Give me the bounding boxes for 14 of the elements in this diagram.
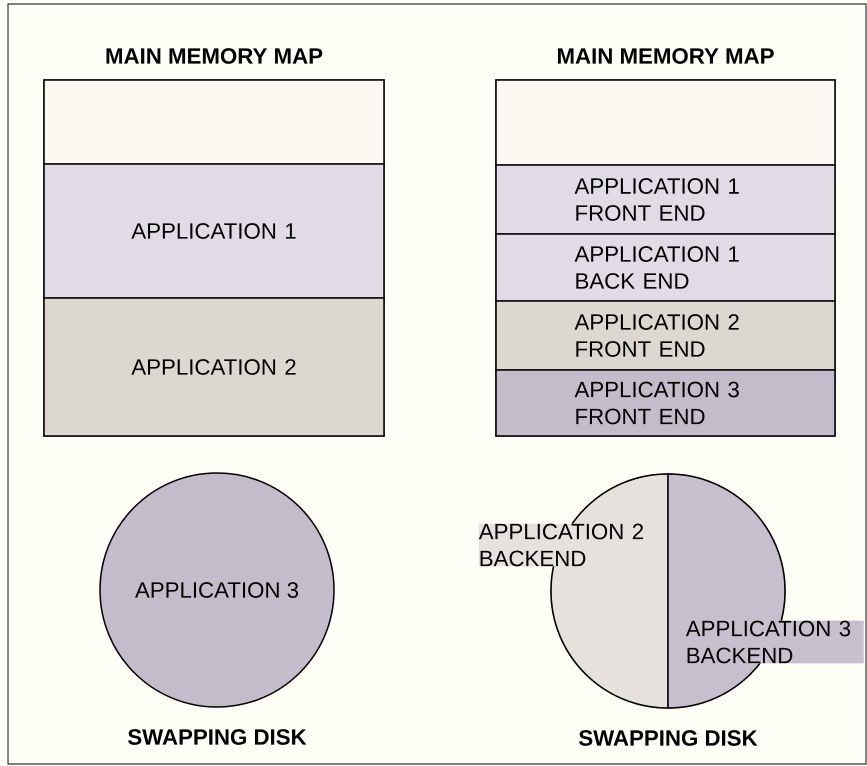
disk-half: APPLICATION 3 BACKEND	[667, 473, 864, 709]
memory-segment: APPLICATION 1 FRONT END	[495, 164, 836, 235]
memory-segment: APPLICATION 1 BACK END	[495, 233, 836, 302]
memory-segment: APPLICATION 2 FRONT END	[495, 300, 836, 371]
memory-segment: APPLICATION 1	[43, 163, 385, 299]
node-label: MAIN MEMORY MAP	[106, 48, 322, 64]
disk-half: APPLICATION 2 BACKEND	[478, 473, 669, 709]
memory-segment: APPLICATION 2	[43, 297, 385, 437]
memory-segment	[495, 79, 836, 166]
node-label: MAIN MEMORY MAP	[558, 48, 774, 64]
memory-segment	[43, 79, 385, 165]
memory-segment: APPLICATION 3 FRONT END	[495, 369, 836, 437]
node-label: SWAPPING DISK	[578, 730, 758, 746]
node-label: SWAPPING DISK	[128, 729, 306, 745]
